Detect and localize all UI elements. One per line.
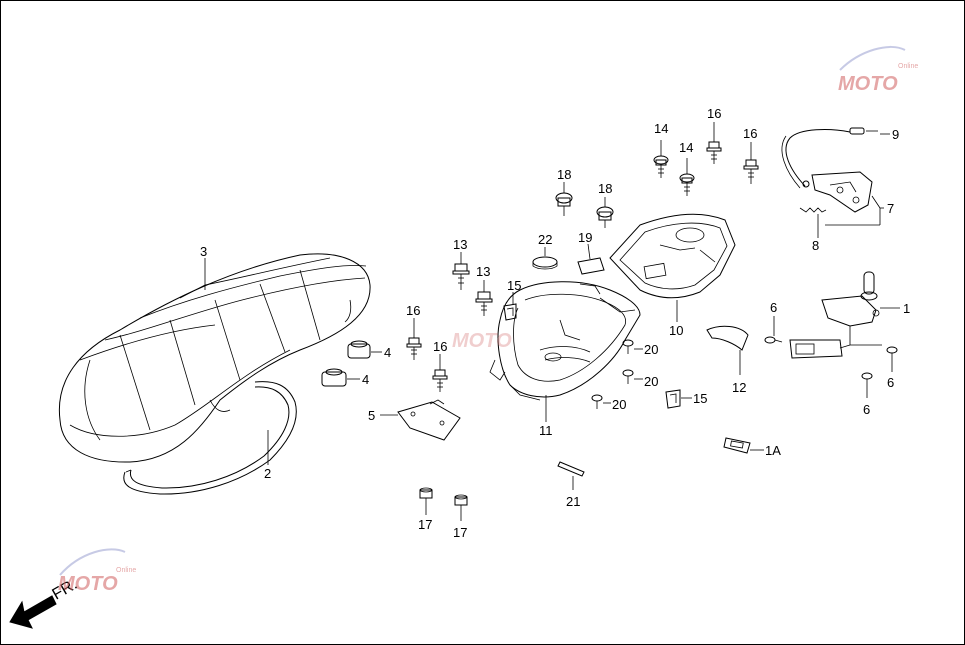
callout-12: 12 [732, 380, 746, 395]
watermark-logo-top-right: MOTO Online [838, 45, 918, 95]
callout-16c: 16 [707, 106, 721, 121]
lock-assembly-part-1 [789, 271, 882, 359]
callout-9: 9 [892, 127, 899, 142]
screw-part-20c [591, 394, 603, 409]
bolt-part-16b [432, 369, 448, 392]
screw-part-20a [622, 339, 634, 354]
screw-part-6c [861, 372, 873, 386]
callout-3: 3 [200, 244, 207, 259]
watermark-sub-bl: Online [116, 567, 136, 574]
clip-part-15b [665, 389, 681, 409]
screw-part-6a [764, 336, 783, 344]
nut-part-17a [419, 487, 433, 505]
callout-4a: 4 [384, 345, 391, 360]
bolt-part-16a [406, 337, 422, 360]
callout-16a: 16 [406, 303, 420, 318]
callout-1: 1 [903, 301, 910, 316]
callout-6b: 6 [887, 375, 894, 390]
callout-18b: 18 [598, 181, 612, 196]
leader-19 [587, 243, 591, 260]
watermark-logo-bottom-left: MOTO Online [58, 548, 136, 595]
watermark-text: MOTO [838, 73, 898, 95]
callout-11: 11 [539, 423, 553, 438]
seat-frame-part [123, 381, 297, 495]
callout-7: 7 [887, 201, 894, 216]
callout-16b: 16 [433, 339, 447, 354]
nut-part-17b [454, 494, 468, 512]
plate-part-21 [557, 461, 585, 477]
watermark-text-bl: MOTO [58, 573, 118, 595]
callout-6c: 6 [863, 402, 870, 417]
inner-cover-part-10 [609, 213, 736, 299]
callout-20b: 20 [644, 374, 658, 389]
callout-5: 5 [368, 408, 375, 423]
watermark-logo-center: MOTO [452, 330, 512, 352]
callout-18a: 18 [557, 167, 571, 182]
hinge-bracket-part [397, 399, 461, 441]
callout-14a: 14 [654, 121, 668, 136]
screw-part-6b [886, 346, 898, 360]
callout-20c: 20 [612, 397, 626, 412]
bolt-part-16d [743, 159, 759, 184]
bolt-part-18a [555, 192, 573, 216]
callout-16d: 16 [743, 126, 757, 141]
callout-13b: 13 [476, 264, 490, 279]
callout-1A: 1A [765, 443, 781, 458]
callout-17a: 17 [418, 517, 432, 532]
screw-part-20b [622, 369, 634, 384]
front-direction-arrow [9, 595, 57, 629]
bolt-part-14b [679, 173, 695, 196]
utility-box-part [489, 281, 641, 401]
seat-part [58, 253, 371, 463]
watermark-text-center: MOTO [452, 330, 512, 352]
latch-part-7 [811, 171, 873, 213]
clip-part-15a [503, 303, 517, 321]
callout-15b: 15 [693, 391, 707, 406]
watermark-sub: Online [898, 63, 918, 70]
callout-19: 19 [578, 230, 592, 245]
bumper-part-upper [347, 340, 371, 359]
leader-7a [871, 195, 881, 209]
callout-6a: 6 [770, 300, 777, 315]
callout-22: 22 [538, 232, 552, 247]
callout-4b: 4 [362, 372, 369, 387]
bolt-part-16c [706, 141, 722, 164]
callout-21: 21 [566, 494, 580, 509]
callout-15a: 15 [507, 278, 521, 293]
bumper-part-lower [321, 368, 347, 387]
bolt-part-13b [475, 291, 493, 316]
callout-10: 10 [669, 323, 683, 338]
spring-part-8 [799, 207, 827, 213]
callout-20a: 20 [644, 342, 658, 357]
plate-part-1A [723, 437, 751, 454]
callout-2: 2 [264, 466, 271, 481]
bolt-part-18b [596, 206, 614, 228]
cable-part-9 [781, 127, 878, 189]
guard-part-12 [706, 325, 749, 351]
callout-14b: 14 [679, 140, 693, 155]
callout-17b: 17 [453, 525, 467, 540]
cap-part-22 [532, 256, 558, 270]
bolt-part-14a [653, 155, 669, 178]
bolt-part-13a [452, 263, 470, 290]
callout-8: 8 [812, 238, 819, 253]
label-part-19 [577, 257, 605, 275]
callout-13a: 13 [453, 237, 467, 252]
